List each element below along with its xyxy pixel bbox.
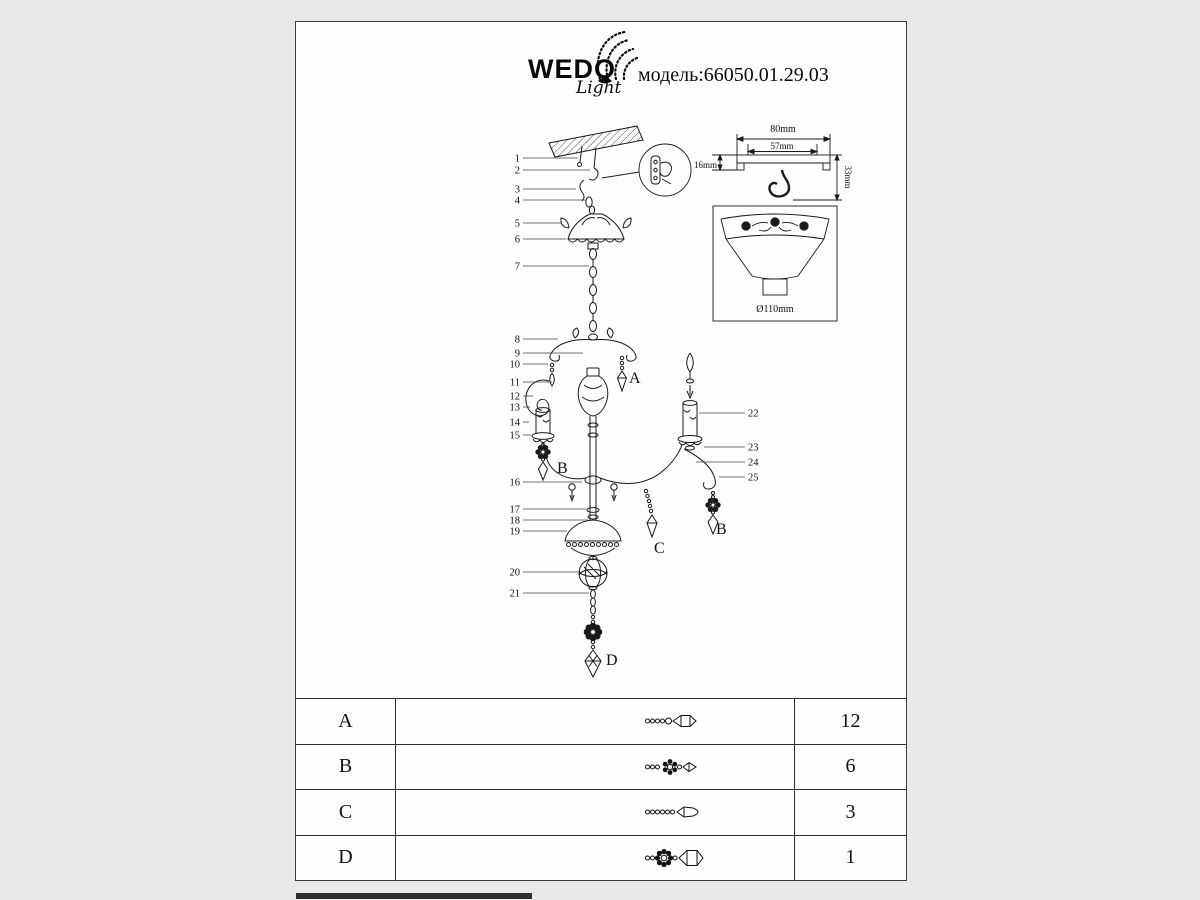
part-qty: 3 [845,800,856,823]
chandelier-drawing [525,125,721,679]
callout-16: 16 [510,478,521,489]
part-letter: C [338,800,353,823]
label-pendant-a: A [629,370,641,387]
assembly-diagram: 80mm 57mm 16mm 33mm Ø110mm [510,124,853,679]
label-pendant-b-right: B [716,521,727,538]
dim-plate-height: 16mm [694,160,717,170]
callout-25: 25 [748,473,759,484]
callout-lines [523,157,745,594]
table-row-b: B 6 [296,743,906,789]
callout-6: 6 [515,235,520,246]
callout-3: 3 [515,185,520,196]
crystal-d-icon [645,848,704,867]
callout-7: 7 [515,262,520,273]
part-illustration-cell [395,744,795,789]
peacock-ornament-icon [596,30,639,84]
callout-10: 10 [510,360,521,371]
callout-12: 12 [510,392,521,403]
callout-20: 20 [510,568,521,579]
callout-11: 11 [510,378,520,389]
callout-14: 14 [510,418,521,429]
callout-23: 23 [748,443,759,454]
callout-2: 2 [515,166,520,177]
part-qty: 12 [840,709,861,732]
dim-plate-inner-width: 57mm [770,141,793,151]
dimension-labels: 80mm 57mm 16mm 33mm Ø110mm [694,124,853,315]
table-row-c: C 3 [296,789,906,835]
brand-script-name: Light [576,78,622,98]
bottom-edge-bar [296,893,532,899]
crystal-a-icon [645,715,697,728]
parts-table: A 12 B [296,698,906,880]
model-label: модель:66050.01.29.03 [638,64,829,86]
callout-13: 13 [510,403,521,414]
dim-plate-width: 80mm [770,124,796,135]
callout-4: 4 [515,196,521,207]
table-row-a: A 12 [296,698,906,744]
dim-canopy-diameter: Ø110mm [756,304,794,315]
label-pendant-d: D [606,652,618,669]
brand-wordmark: WEDO [528,54,616,84]
part-qty: 6 [845,755,856,778]
callout-19: 19 [510,527,521,538]
part-letter: D [338,846,353,869]
instruction-sheet-page: WEDO Light модель:66050.01.29.03 [295,21,907,881]
crystal-b-icon [645,758,697,775]
callout-22: 22 [748,409,759,420]
table-row-d: D 1 [296,834,906,880]
label-pendant-c: C [654,540,665,557]
label-pendant-b-left: B [557,460,568,477]
part-letter: A [338,709,353,732]
callout-15: 15 [510,431,521,442]
callout-1: 1 [515,154,520,165]
part-letter: B [338,755,353,778]
callout-5: 5 [515,219,520,230]
callout-8: 8 [515,335,520,346]
callout-21: 21 [510,589,521,600]
pendant-letters: A B B C D [557,370,727,669]
dim-hook-height: 33mm [843,165,853,188]
mount-dimension-figure [712,134,842,322]
callout-18: 18 [510,516,521,527]
callout-24: 24 [748,458,759,469]
callout-17: 17 [510,505,521,516]
part-qty: 1 [845,846,856,869]
part-illustration-cell [395,699,795,744]
callout-numbers: 1 2 3 4 5 6 7 8 9 10 11 12 13 14 15 16 1… [510,154,760,600]
part-illustration-cell [395,790,795,835]
part-illustration-cell [395,835,795,880]
crystal-c-icon [645,806,699,818]
callout-9: 9 [515,349,520,360]
